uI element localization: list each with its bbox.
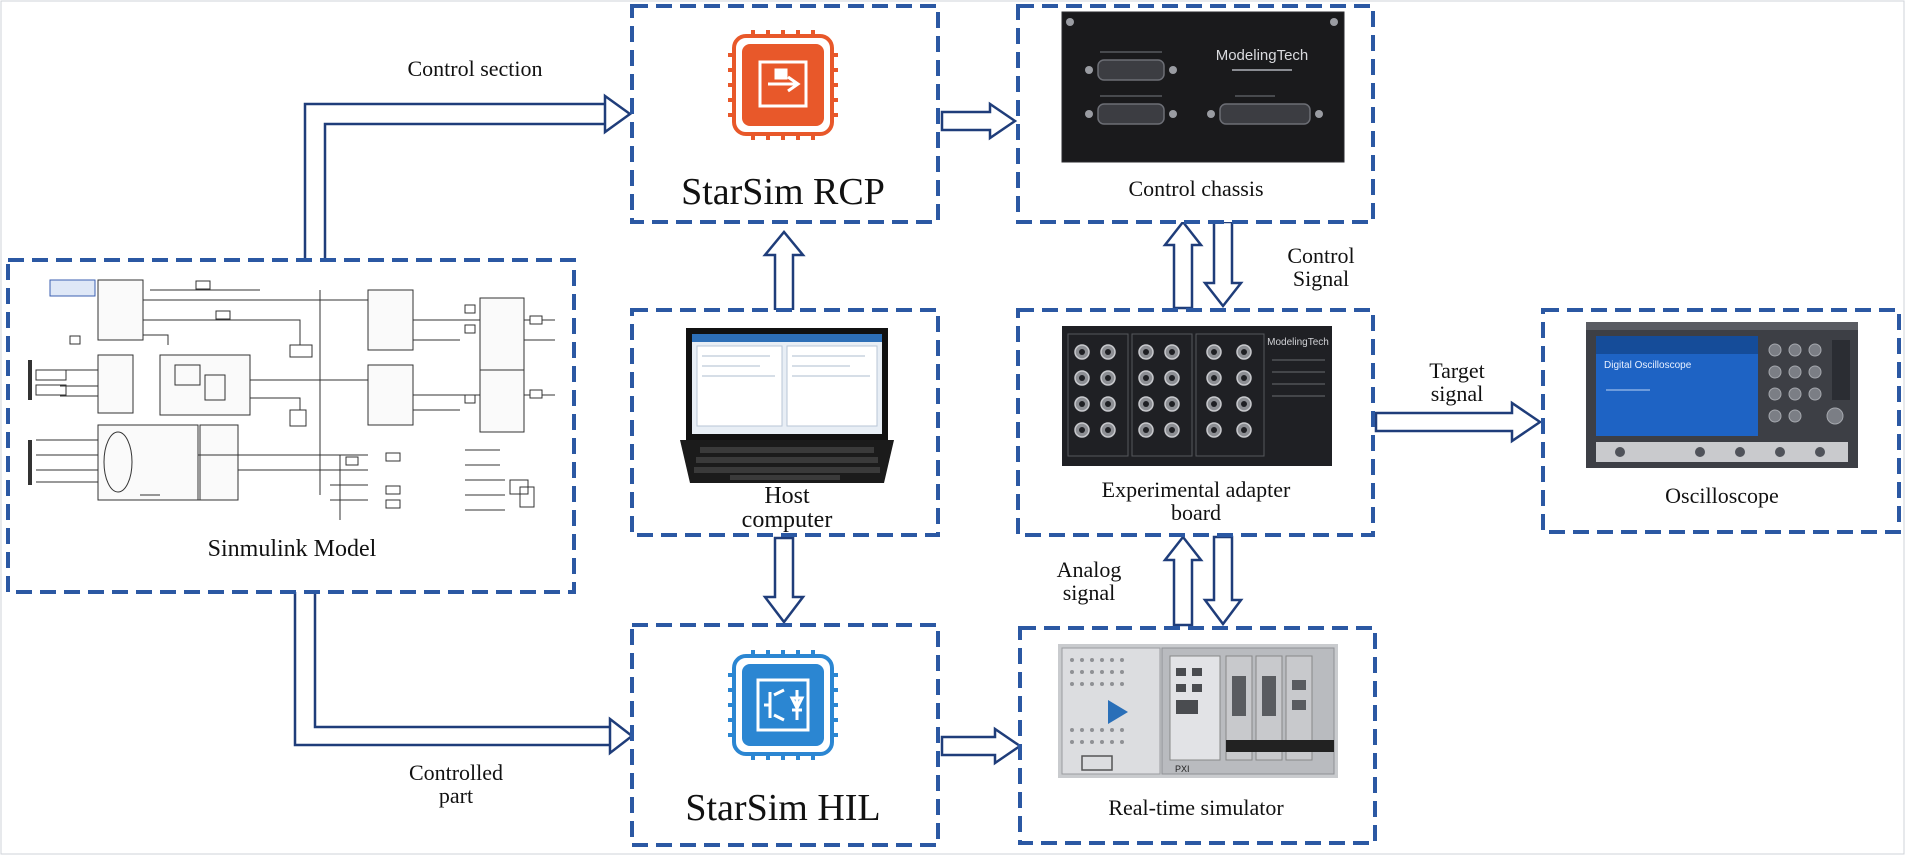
arrow-chassis-to-adapter: [1202, 220, 1244, 309]
edge-target-signal-1: Target: [1429, 358, 1484, 383]
arrow-adapter-to-simulator: [1202, 535, 1244, 627]
host-label-1: Host: [764, 483, 810, 509]
rcp-chip-icon: [728, 30, 838, 140]
pxi-simulator-photo: PXI: [1058, 644, 1338, 778]
simulator-label: Real-time simulator: [1108, 795, 1284, 820]
edge-controlled-part-2: part: [439, 783, 473, 808]
arrow-simulator-to-adapter: [1162, 534, 1204, 627]
arrow-host-to-hil: [762, 536, 806, 625]
edge-controlled-part-1: Controlled: [409, 760, 503, 785]
edge-analog-signal-2: signal: [1063, 580, 1116, 605]
arrow-host-to-rcp: [762, 230, 806, 312]
adapter-label-1: Experimental adapter: [1102, 477, 1291, 502]
rcp-label: StarSim RCP: [681, 171, 885, 213]
edge-control-signal-1: Control: [1287, 243, 1354, 268]
arrow-hil-to-simulator: [940, 726, 1023, 766]
scope-screen-title: Digital Oscilloscope: [1604, 360, 1692, 371]
chassis-label: Control chassis: [1128, 176, 1263, 201]
arrow-adapter-to-chassis: [1162, 219, 1204, 310]
edge-analog-signal-1: Analog: [1057, 557, 1122, 582]
scope-label: Oscilloscope: [1665, 483, 1779, 508]
chassis-brand: ModelingTech: [1216, 47, 1309, 64]
hil-label: StarSim HIL: [685, 787, 880, 829]
edge-control-section: Control section: [407, 56, 542, 81]
arrow-adapter-to-scope: [1374, 400, 1543, 444]
adapter-label-2: board: [1171, 500, 1221, 525]
host-label-2: computer: [742, 507, 833, 533]
simulink-schematic: [28, 279, 555, 520]
oscilloscope-photo: Digital Oscilloscope: [1586, 322, 1858, 468]
adapter-board-photo: ModelingTech: [1062, 326, 1332, 466]
adapter-brand: ModelingTech: [1267, 337, 1329, 348]
arrow-simulink-to-rcp: [303, 93, 633, 262]
control-chassis-photo: ModelingTech: [1061, 11, 1345, 163]
simulink-label: Sinmulink Model: [208, 536, 377, 562]
edge-control-signal-2: Signal: [1293, 266, 1349, 291]
pxi-label: PXI: [1175, 764, 1190, 774]
host-computer-photo: [680, 328, 894, 483]
hil-chip-icon: [728, 650, 838, 760]
arrow-simulink-to-hil: [293, 590, 635, 756]
edge-target-signal-2: signal: [1431, 381, 1484, 406]
arrow-rcp-to-chassis: [940, 101, 1018, 141]
